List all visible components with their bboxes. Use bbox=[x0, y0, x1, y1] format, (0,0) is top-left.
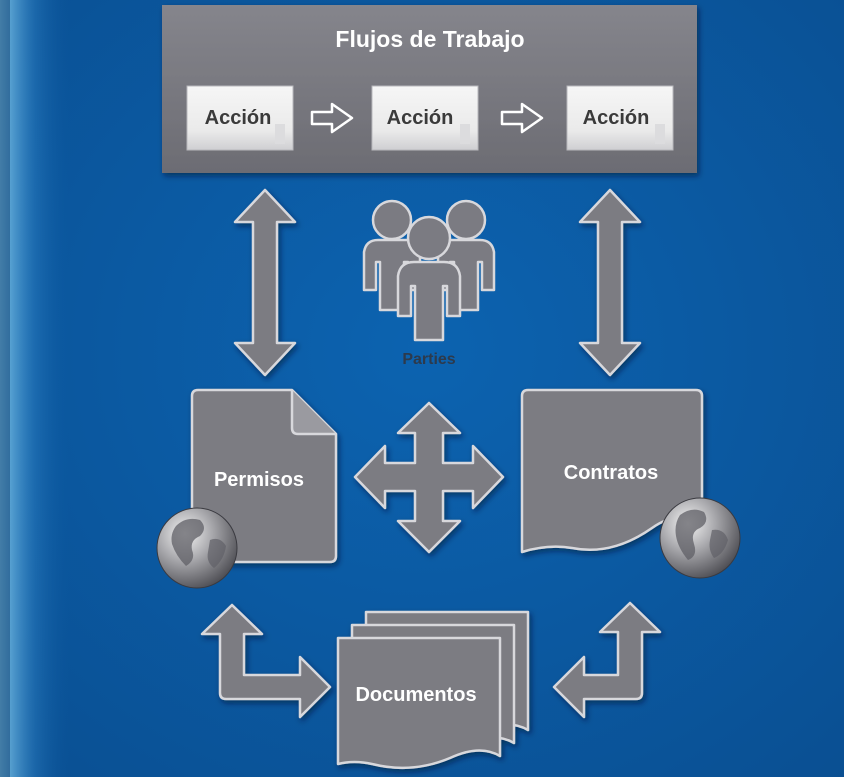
left-glow bbox=[0, 0, 70, 777]
arrow-icon-action-2-3 bbox=[500, 102, 544, 134]
arrow-icon-contratos-documentos bbox=[552, 601, 662, 719]
contratos-label: Contratos bbox=[564, 462, 658, 484]
action-box-1: Acción bbox=[186, 85, 294, 151]
globe-icon-permisos bbox=[156, 507, 238, 589]
action-box-3: Acción bbox=[566, 85, 674, 151]
globe-icon-contratos bbox=[659, 497, 741, 579]
documentos-label: Documentos bbox=[355, 684, 476, 706]
action-box-2: Acción bbox=[371, 85, 479, 151]
people-group-icon bbox=[362, 199, 496, 342]
arrow-icon-workflow-contratos bbox=[578, 188, 642, 377]
left-edge bbox=[0, 0, 10, 777]
arrow-icon-workflow-permisos bbox=[233, 188, 297, 377]
four-way-arrow-icon bbox=[353, 401, 505, 554]
action-label-1: Acción bbox=[205, 107, 272, 129]
action-label-2: Acción bbox=[387, 107, 454, 129]
arrow-icon-permisos-documentos bbox=[200, 603, 332, 719]
parties-label: Parties bbox=[402, 351, 455, 368]
action-label-3: Acción bbox=[583, 107, 650, 129]
arrow-icon-action-1-2 bbox=[310, 102, 354, 134]
documentos-stack bbox=[336, 610, 530, 770]
permisos-label: Permisos bbox=[214, 469, 304, 491]
contratos-document bbox=[520, 388, 704, 554]
workflow-title: Flujos de Trabajo bbox=[335, 26, 524, 52]
